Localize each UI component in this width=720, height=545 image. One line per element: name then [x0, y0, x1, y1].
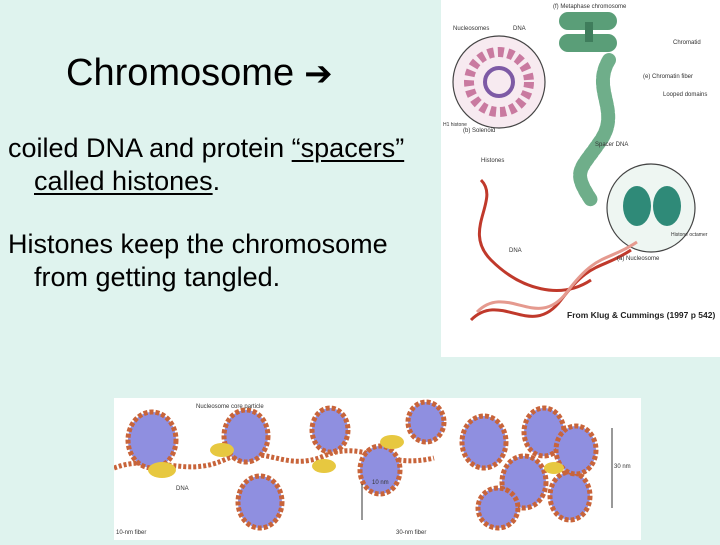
nucleosome-fiber-figure: Nucleosome core particle DNA 10 nm 30 nm… [113, 398, 641, 540]
label-thirty-nm-fiber: 30-nm fiber [396, 530, 426, 536]
solenoid-cluster-drawing [459, 405, 599, 531]
label-ten-nm-fiber: 10-nm fiber [116, 530, 146, 536]
label-spacer-dna: Spacer DNA [595, 142, 628, 148]
label-h1-histone: H1 histone [443, 122, 467, 128]
label-nucleosome: (a) Nucleosome [617, 256, 660, 262]
chromatin-packing-figure: (f) Metaphase chromosome Nucleosomes DNA… [441, 0, 720, 357]
nucleosome-beads [125, 399, 447, 531]
bullet-item: coiled DNA and protein “spacers” called … [8, 132, 438, 198]
figure-credit: From Klug & Cummings (1997 p 542) [567, 310, 715, 320]
label-looped-domains: Looped domains [663, 92, 707, 98]
label-ten-nm: 10 nm [372, 480, 389, 486]
slide-title: Chromosome➔ [66, 52, 333, 95]
bullet-underlined-text: “spacers” called histones [34, 133, 405, 196]
label-chromatin-fiber: (e) Chromatin fiber [643, 74, 693, 80]
label-histones: Histones [481, 158, 504, 164]
label-histone-octamer: Histone octamer [671, 232, 708, 238]
label-metaphase: (f) Metaphase chromosome [553, 4, 627, 10]
metaphase-chromosome-drawing [559, 12, 617, 52]
bullet-text: Histones keep the chromosome from gettin… [8, 229, 388, 292]
chromatin-coil-drawing [573, 53, 616, 207]
label-solenoid: (b) Solenoid [463, 128, 495, 134]
bullet-tail-text: . [212, 166, 221, 196]
bullet-lead-text: coiled DNA and protein [8, 133, 292, 163]
arrow-right-icon: ➔ [304, 55, 333, 93]
nucleosome-fiber-illustration: Nucleosome core particle DNA 10 nm 30 nm… [113, 399, 631, 536]
chromatin-packing-illustration: (f) Metaphase chromosome Nucleosomes DNA… [443, 4, 715, 322]
label-dna-top: DNA [513, 26, 526, 32]
solenoid-drawing [452, 35, 546, 129]
label-nucleosomes: Nucleosomes [453, 26, 489, 32]
label-thirty-nm: 30 nm [614, 464, 631, 470]
label-dna: DNA [509, 248, 522, 254]
nucleosome-drawing [606, 163, 696, 253]
label-dna-bottom: DNA [176, 486, 189, 492]
bullet-list: coiled DNA and protein “spacers” called … [8, 132, 438, 324]
slide-title-text: Chromosome [66, 52, 295, 94]
bullet-item: Histones keep the chromosome from gettin… [8, 228, 438, 294]
label-chromatid: Chromatid [673, 40, 701, 46]
dna-helix-drawing [469, 178, 638, 322]
label-core-particle: Nucleosome core particle [196, 404, 264, 410]
